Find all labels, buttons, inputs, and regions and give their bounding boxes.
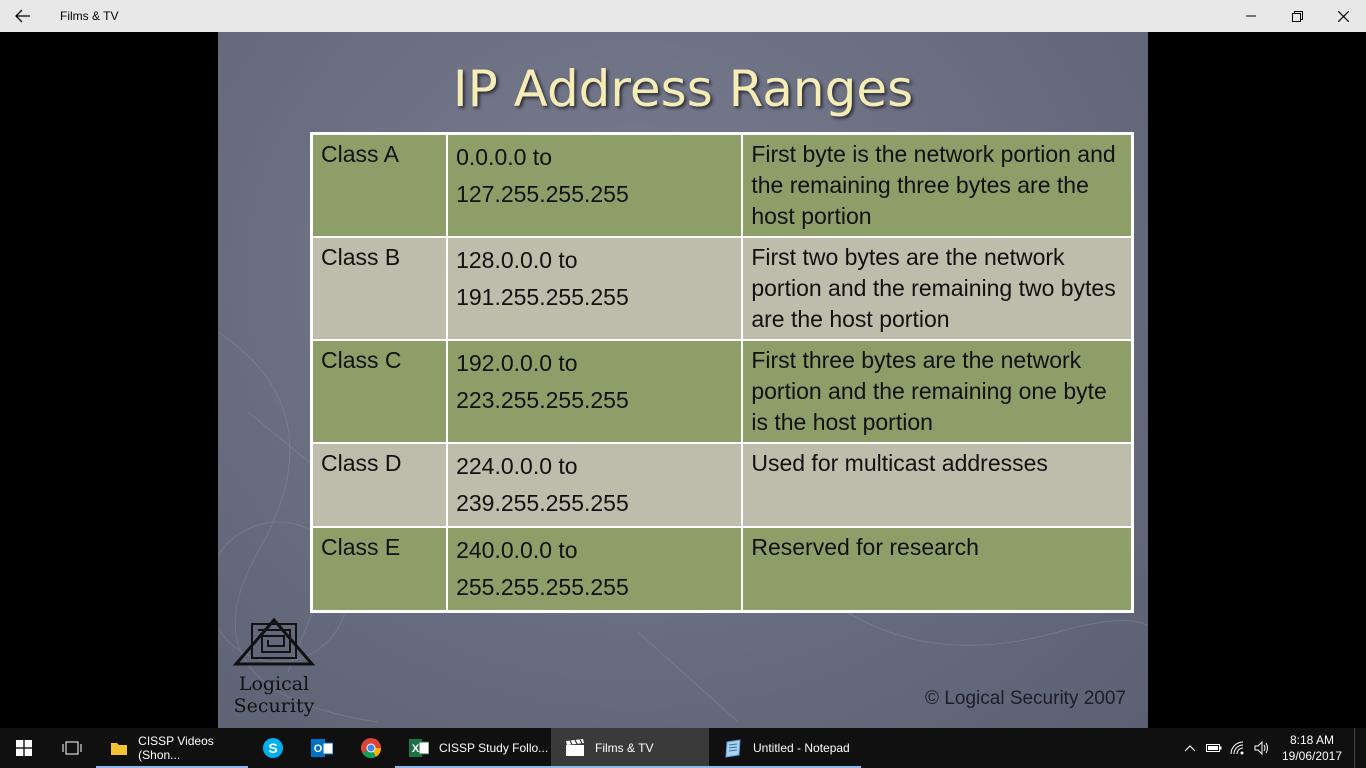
- copyright-notice: © Logical Security 2007: [925, 688, 1126, 709]
- title-bar: Films & TV: [0, 0, 1366, 32]
- range-end: 223.255.255.255: [456, 387, 629, 413]
- logo-text-line2: Security: [233, 695, 315, 717]
- taskbar-item-films-tv[interactable]: Films & TV: [551, 728, 709, 768]
- table-row: Class A 0.0.0.0 to 127.255.255.255 First …: [310, 132, 1134, 238]
- range-end: 191.255.255.255: [456, 284, 629, 310]
- battery-button[interactable]: [1202, 728, 1226, 768]
- clock-time: 8:18 AM: [1289, 733, 1335, 747]
- volume-icon: [1254, 741, 1268, 755]
- svg-text:O: O: [313, 743, 322, 755]
- network-button[interactable]: [1226, 728, 1250, 768]
- minimize-icon: [1246, 15, 1256, 17]
- start-button[interactable]: [0, 728, 48, 768]
- description-cell: First two bytes are the network portion …: [741, 236, 1134, 341]
- folder-icon: [110, 738, 128, 758]
- restore-icon: [1291, 10, 1303, 22]
- task-view-button[interactable]: [48, 728, 96, 768]
- back-button[interactable]: [0, 0, 46, 32]
- slide-title: IP Address Ranges: [452, 60, 914, 118]
- active-indicator: [96, 766, 248, 768]
- description-cell: Used for multicast addresses: [741, 442, 1134, 528]
- class-cell: Class C: [310, 339, 449, 444]
- taskbar-item-cissp-study[interactable]: X CISSP Study Follo...: [395, 728, 551, 768]
- close-button[interactable]: [1320, 0, 1366, 32]
- taskbar-pin-skype[interactable]: S: [248, 728, 297, 768]
- taskbar-item-label: Films & TV: [595, 741, 654, 755]
- svg-text:X: X: [412, 743, 420, 755]
- table-row: Class C 192.0.0.0 to 223.255.255.255 Firs…: [310, 339, 1134, 444]
- notepad-icon: [723, 738, 743, 758]
- active-indicator: [395, 766, 551, 768]
- ip-ranges-table: Class A 0.0.0.0 to 127.255.255.255 First …: [310, 132, 1134, 613]
- video-player[interactable]: IP Address Ranges Class A 0.0.0.0 to 127.…: [0, 32, 1366, 728]
- table-row: Class E 240.0.0.0 to 255.255.255.255 Rese…: [310, 526, 1134, 613]
- range-cell: 240.0.0.0 to 255.255.255.255: [446, 526, 744, 613]
- outlook-icon: O: [310, 739, 333, 757]
- range-start: 0.0.0.0 to: [456, 144, 552, 170]
- window-controls: [1228, 0, 1366, 32]
- films-tv-icon: [565, 738, 585, 758]
- active-indicator: [551, 766, 709, 768]
- range-start: 224.0.0.0 to: [456, 453, 578, 479]
- range-end: 239.255.255.255: [456, 490, 629, 516]
- taskbar-pin-chrome[interactable]: [346, 728, 395, 768]
- range-end: 127.255.255.255: [456, 181, 629, 207]
- description-cell: First byte is the network portion and th…: [741, 132, 1134, 238]
- clock-date: 19/06/2017: [1281, 749, 1343, 763]
- battery-icon: [1206, 744, 1222, 752]
- range-start: 128.0.0.0 to: [456, 247, 578, 273]
- range-end: 255.255.255.255: [456, 574, 629, 600]
- wifi-icon: [1230, 741, 1244, 755]
- system-tray: 8:18 AM 19/06/2017: [1178, 728, 1366, 768]
- slide: IP Address Ranges Class A 0.0.0.0 to 127.…: [218, 32, 1148, 728]
- taskbar-item-label: CISSP Videos (Shon...: [138, 734, 214, 762]
- excel-icon: X: [409, 738, 429, 758]
- svg-text:S: S: [268, 740, 277, 756]
- restore-button[interactable]: [1274, 0, 1320, 32]
- taskbar: CISSP Videos (Shon... S O X CISSP Study …: [0, 728, 1366, 768]
- chevron-up-icon: [1184, 745, 1196, 752]
- skype-icon: S: [262, 738, 283, 758]
- range-start: 192.0.0.0 to: [456, 350, 578, 376]
- back-arrow-icon: [15, 9, 30, 23]
- show-hidden-icons-button[interactable]: [1178, 728, 1202, 768]
- show-desktop-button[interactable]: [1354, 728, 1366, 768]
- volume-button[interactable]: [1250, 728, 1274, 768]
- logo-mark-icon: [232, 617, 316, 666]
- close-icon: [1337, 10, 1349, 22]
- window-title: Films & TV: [60, 9, 119, 23]
- taskbar-item-label: CISSP Study Follo...: [439, 741, 549, 755]
- class-cell: Class B: [310, 236, 449, 341]
- table-row: Class B 128.0.0.0 to 191.255.255.255 Firs…: [310, 236, 1134, 341]
- taskbar-pin-outlook[interactable]: O: [297, 728, 346, 768]
- class-cell: Class A: [310, 132, 449, 238]
- class-cell: Class E: [310, 526, 449, 613]
- logical-security-logo: Logical Security: [232, 617, 316, 717]
- range-cell: 0.0.0.0 to 127.255.255.255: [446, 132, 744, 238]
- taskbar-item-cissp-videos[interactable]: CISSP Videos (Shon...: [96, 728, 248, 768]
- range-cell: 224.0.0.0 to 239.255.255.255: [446, 442, 744, 528]
- range-start: 240.0.0.0 to: [456, 537, 578, 563]
- taskbar-item-label: Untitled - Notepad: [753, 741, 850, 755]
- class-cell: Class D: [310, 442, 449, 528]
- chrome-icon: [360, 738, 381, 759]
- logo-text-line1: Logical: [238, 673, 310, 695]
- table-row: Class D 224.0.0.0 to 239.255.255.255 Used…: [310, 442, 1134, 528]
- description-cell: Reserved for research: [741, 526, 1134, 613]
- minimize-button[interactable]: [1228, 0, 1274, 32]
- task-view-icon: [62, 741, 82, 755]
- description-cell: First three bytes are the network portio…: [741, 339, 1134, 444]
- active-indicator: [709, 766, 861, 768]
- clock[interactable]: 8:18 AM 19/06/2017: [1274, 732, 1350, 764]
- range-cell: 128.0.0.0 to 191.255.255.255: [446, 236, 744, 341]
- range-cell: 192.0.0.0 to 223.255.255.255: [446, 339, 744, 444]
- taskbar-item-notepad[interactable]: Untitled - Notepad: [709, 728, 861, 768]
- windows-logo-icon: [16, 740, 32, 756]
